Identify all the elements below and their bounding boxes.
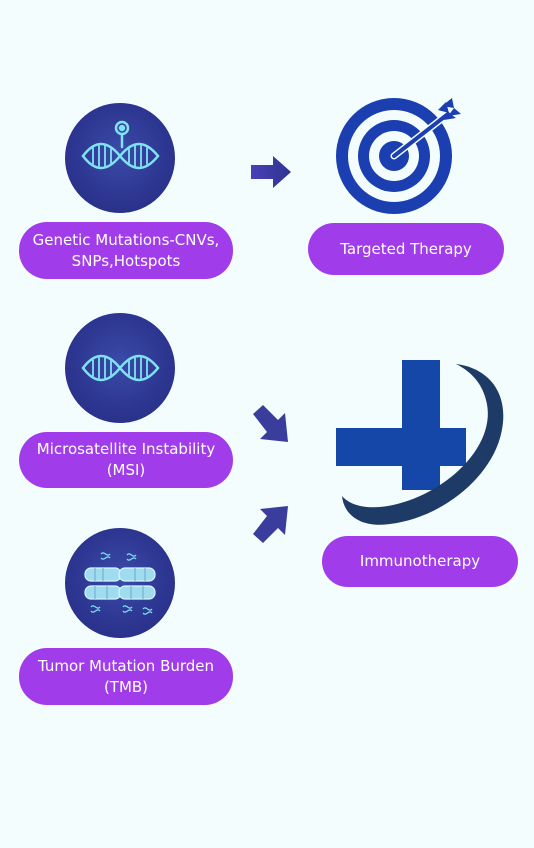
msi-line1: Microsatellite Instability — [36, 440, 216, 458]
tmb-line2: (TMB) — [103, 677, 149, 696]
target-arrow-icon — [336, 98, 461, 214]
medical-cross-icon — [336, 360, 504, 525]
arrow-up-right-icon — [253, 506, 288, 543]
genetic-mutations-pill: Genetic Mutations-CNVs, SNPs,Hotspots — [19, 222, 233, 279]
genetic-mutations-line2: SNPs,Hotspots — [71, 251, 181, 270]
msi-icon-circle — [65, 313, 175, 423]
msi-line2: (MSI) — [106, 461, 146, 479]
tmb-icon-circle — [65, 528, 175, 638]
tmb-line1: Tumor Mutation Burden — [37, 656, 215, 675]
targeted-therapy-pill: Targeted Therapy — [308, 223, 504, 275]
targeted-therapy-label: Targeted Therapy — [340, 239, 472, 258]
dna-icon — [81, 354, 160, 382]
tmb-pill: Tumor Mutation Burden (TMB) — [19, 648, 233, 705]
chromosome-icon — [84, 552, 156, 615]
genetic-mutations-line1: Genetic Mutations-CNVs, — [32, 230, 220, 249]
genetic-mutation-icon-circle — [65, 103, 175, 213]
immunotherapy-pill: Immunotherapy — [322, 536, 518, 587]
arrow-right-icon — [251, 156, 291, 188]
dna-target-icon — [81, 120, 160, 170]
arrow-down-right-icon — [253, 405, 288, 442]
immunotherapy-label: Immunotherapy — [359, 552, 481, 570]
msi-pill: Microsatellite Instability (MSI) — [19, 432, 233, 488]
